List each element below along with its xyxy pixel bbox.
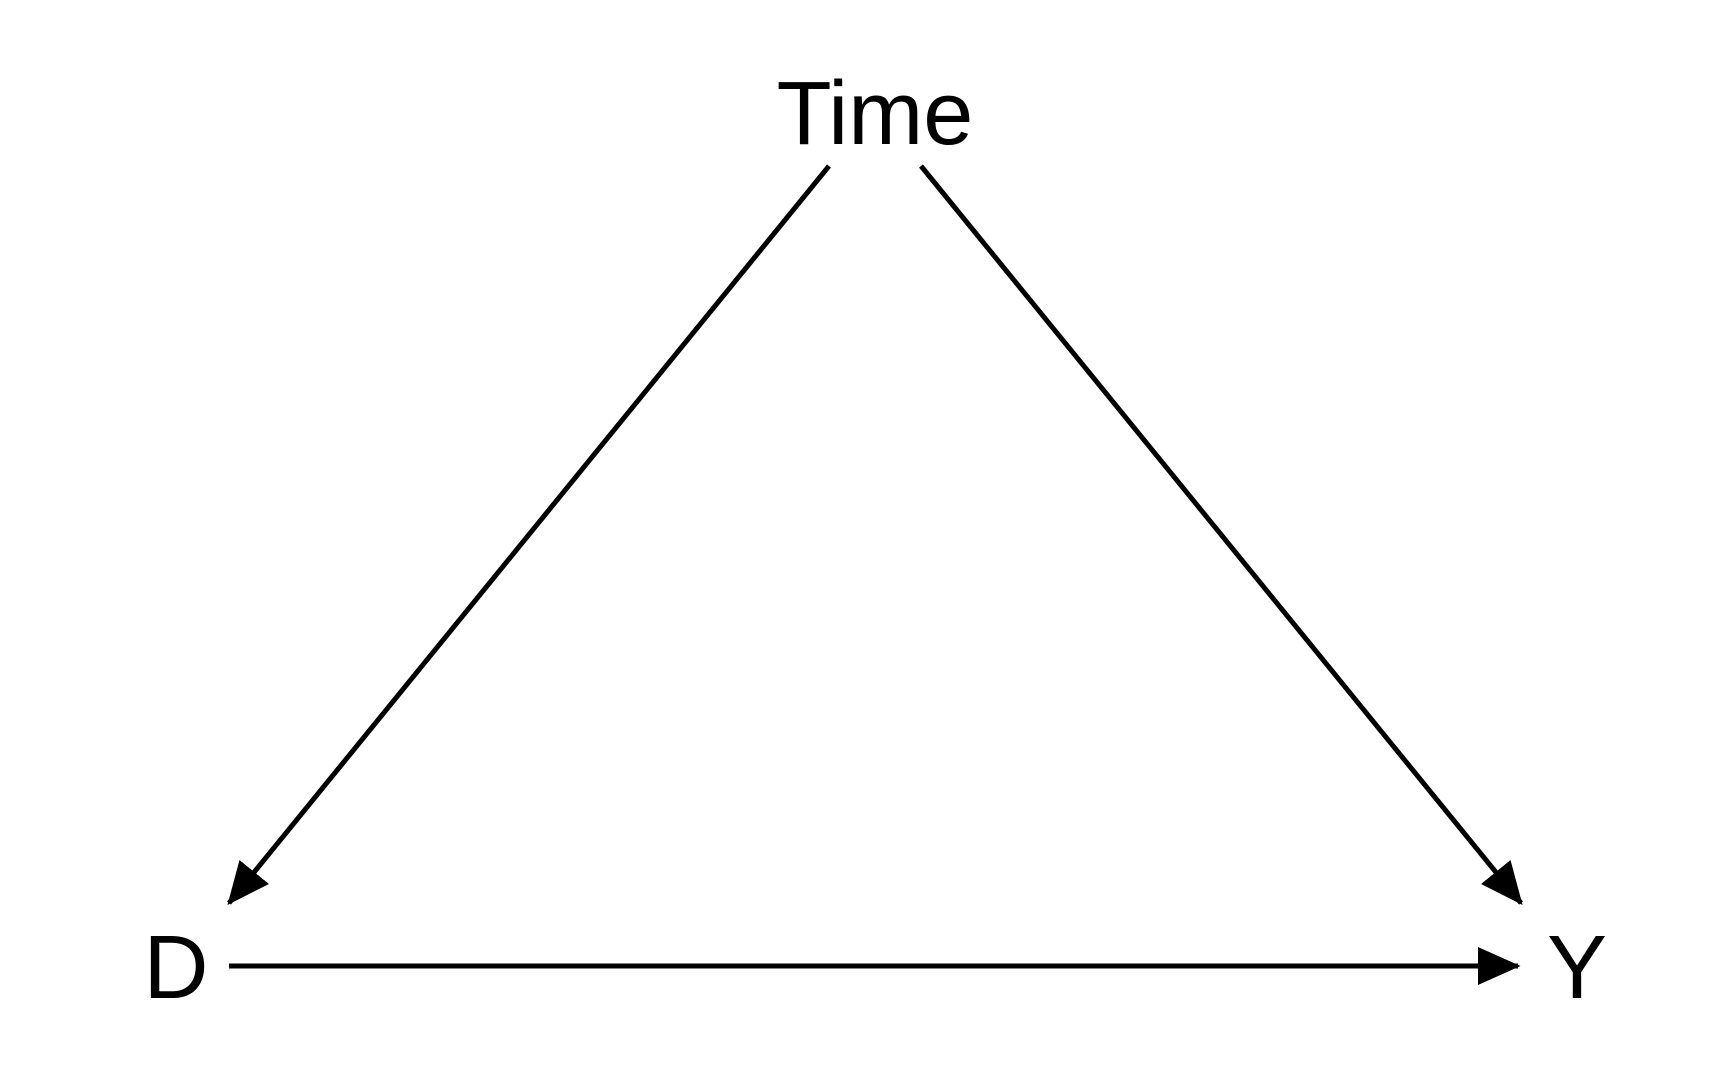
node-d-label: D xyxy=(144,918,209,1018)
node-time-label: Time xyxy=(777,64,974,164)
node-y-label: Y xyxy=(1547,918,1607,1018)
edge-time-to-d xyxy=(227,164,831,905)
edge-time-to-y xyxy=(919,164,1523,905)
